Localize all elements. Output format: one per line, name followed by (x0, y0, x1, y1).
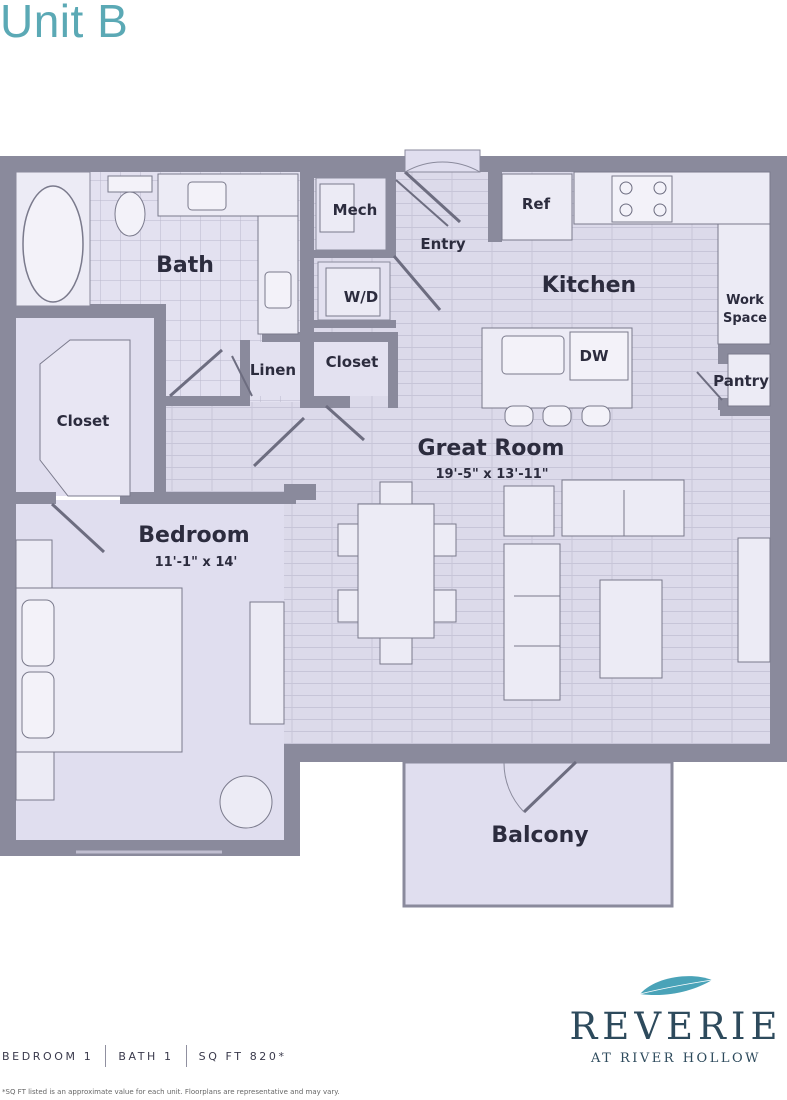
hall-closet-label: Closet (326, 353, 379, 371)
entry-door (403, 170, 462, 224)
ref-label: Ref (522, 195, 551, 213)
linen-closet (250, 342, 300, 396)
great-room-dimensions: 19'-5" x 13'-11" (435, 467, 548, 482)
refrigerator (501, 173, 573, 241)
chair (219, 775, 273, 829)
coffee-table (599, 579, 663, 679)
sink (501, 335, 565, 375)
balcony-door (522, 760, 578, 814)
dishwasher (569, 331, 629, 381)
unit-title: Unit B (0, 0, 129, 47)
loveseat (561, 479, 685, 537)
mech-label: Mech (333, 201, 378, 219)
sofa (503, 543, 561, 701)
pantry-label: Pantry (713, 372, 769, 390)
bedroom-furniture (15, 339, 285, 854)
interior-walls (16, 172, 770, 504)
work-space-label: Work (726, 293, 764, 308)
leaf-icon (639, 976, 713, 996)
stat-divider (185, 1045, 187, 1067)
brand-logo: REVERIE AT RIVER HOLLOW (565, 972, 787, 1066)
linen-label: Linen (250, 361, 296, 379)
floor-plan: Bath Mech Entry Ref Kitchen Work Space W… (0, 149, 787, 908)
great-room-furniture (337, 479, 771, 701)
stat-bath: BATH 1 (118, 1049, 174, 1063)
entry-label: Entry (420, 235, 465, 253)
kitchen-label: Kitchen (542, 273, 636, 298)
toilet (114, 191, 146, 237)
stat-divider (105, 1045, 107, 1067)
stat-bedroom: BEDROOM 1 (2, 1049, 94, 1063)
brand-name: REVERIE (569, 1005, 783, 1048)
disclaimer: *SQ FT listed is an approximate value fo… (2, 1088, 340, 1096)
dining-table (357, 503, 435, 639)
bedroom-label: Bedroom (138, 523, 249, 548)
stat-sqft: SQ FT 820* (198, 1049, 287, 1063)
ottoman (503, 485, 555, 537)
tv-console (737, 537, 771, 663)
wd-label: W/D (344, 288, 378, 306)
dw-label: DW (580, 347, 609, 365)
bathtub (22, 185, 84, 303)
bedroom-closet-label: Closet (57, 412, 110, 430)
bedroom-closet-outline (39, 339, 131, 497)
unit-stats: BEDROOM 1 BATH 1 SQ FT 820* (2, 1045, 287, 1067)
work-space-label-2: Space (723, 311, 767, 326)
balcony-floor (402, 760, 674, 908)
bath-label: Bath (156, 253, 214, 278)
pantry (727, 353, 771, 407)
dresser (249, 601, 285, 725)
bedroom-dimensions: 11'-1" x 14' (155, 555, 238, 570)
balcony-label: Balcony (491, 823, 588, 848)
great-room-label: Great Room (418, 436, 565, 461)
brand-subtitle: AT RIVER HOLLOW (591, 1051, 761, 1066)
bath-fixtures (15, 171, 299, 335)
bath-door (169, 348, 223, 398)
work-space (717, 223, 771, 345)
hall-closet (314, 342, 388, 396)
kitchen-fixtures (481, 171, 771, 427)
